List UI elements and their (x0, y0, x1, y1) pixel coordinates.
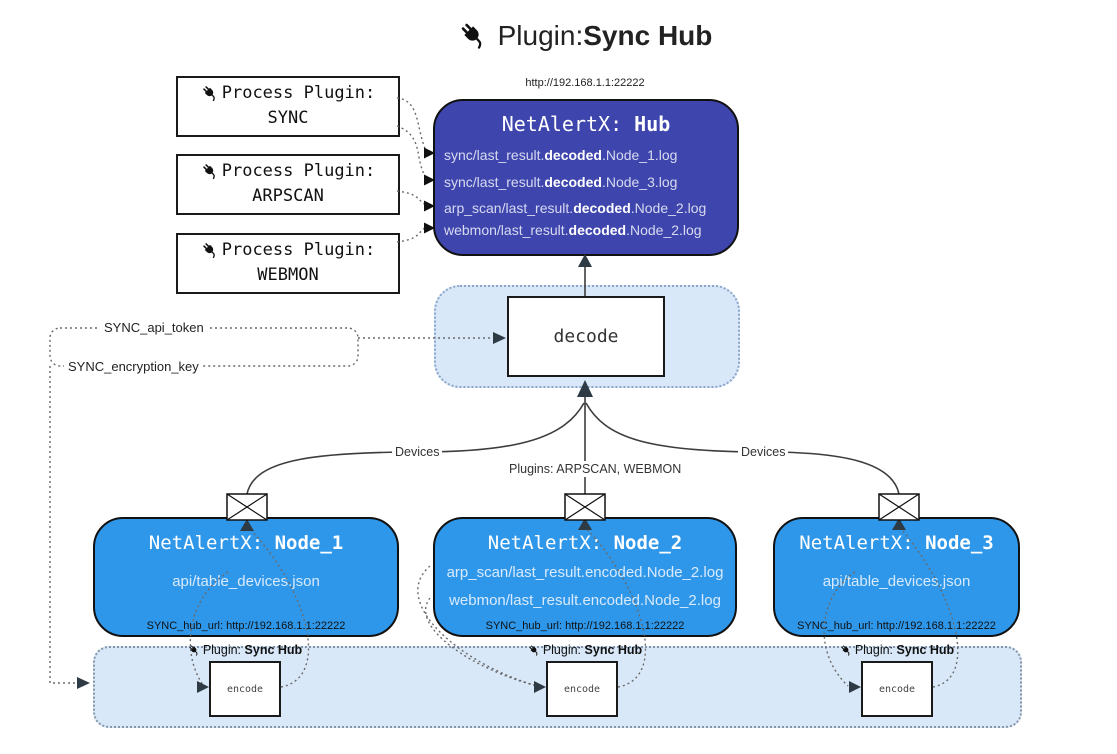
log-pre: webmon/last_result. (444, 222, 569, 238)
node-title-name: Node_3 (925, 532, 994, 554)
node-hub-url: SYNC_hub_url: http://192.168.1.1:22222 (146, 620, 346, 632)
band-label-prefix: Plugin: (542, 643, 582, 657)
plug-icon (528, 644, 541, 657)
hub-url-label: http://192.168.1.1:22222 (525, 77, 645, 89)
page-title: Plugin: Sync Hub (400, 14, 770, 58)
hub-box: NetAlertX: Hub sync/last_result.decoded.… (433, 99, 739, 256)
band-plugin-label-3: Plugin: Sync Hub (817, 643, 977, 657)
log-post: .Node_3.log (601, 174, 678, 190)
decode-box: decode (507, 296, 665, 377)
band-plugin-label-2: Plugin: Sync Hub (505, 643, 665, 657)
plug-icon (458, 20, 490, 52)
process-plugin-name: ARPSCAN (252, 186, 324, 206)
log-pre: arp_scan/last_result. (444, 200, 574, 216)
node-title-name: Node_2 (613, 532, 683, 554)
log-pre: sync/last_result. (444, 174, 545, 190)
node-title-prefix: NetAlertX: (799, 532, 926, 554)
devices-right-label: Devices (738, 444, 789, 460)
process-plugin-name: WEBMON (257, 265, 319, 285)
log-pre: sync/last_result. (444, 147, 545, 163)
hub-log-line: arp_scan/last_result.decoded.Node_2.log (444, 200, 734, 216)
process-plugin-box-webmon: Process Plugin: WEBMON (176, 233, 400, 294)
hub-log-line: sync/last_result.decoded.Node_1.log (444, 147, 734, 163)
node-hub-url: SYNC_hub_url: http://192.168.1.1:22222 (485, 620, 685, 632)
node-file: webmon/last_result.encoded.Node_2.log (449, 592, 721, 609)
log-bold: decoded (568, 222, 627, 238)
node-box-3: NetAlertX: Node_3 api/table_devices.json… (773, 517, 1020, 637)
node-title-prefix: NetAlertX: (148, 532, 275, 554)
band-label-name: Sync Hub (584, 643, 643, 657)
plug-icon (840, 644, 853, 657)
plug-icon (201, 162, 220, 181)
node-hub-url: SYNC_hub_url: http://192.168.1.1:22222 (797, 620, 996, 632)
plugins-edge-label: Plugins: ARPSCAN, WEBMON (506, 461, 685, 477)
log-bold: decoded (544, 174, 602, 190)
plug-icon (188, 644, 201, 657)
arrow-key-to-band (77, 677, 90, 689)
hub-log-line: sync/last_result.decoded.Node_3.log (444, 174, 734, 190)
hub-log-line: webmon/last_result.decoded.Node_2.log (444, 222, 734, 238)
sync-encryption-key-label: SYNC_encryption_key (64, 359, 203, 375)
page-title-name: Sync Hub (583, 20, 713, 51)
band-label-name: Sync Hub (244, 643, 303, 657)
node-file: arp_scan/last_result.encoded.Node_2.log (446, 564, 724, 581)
band-label-prefix: Plugin: (202, 643, 242, 657)
log-post: .Node_2.log (626, 222, 702, 238)
log-bold: decoded (544, 147, 602, 163)
log-post: .Node_2.log (630, 200, 707, 216)
process-plugin-label: Process Plugin: (221, 240, 376, 260)
node-file: api/table_devices.json (822, 573, 971, 590)
hub-title: NetAlertX: Hub (435, 112, 737, 136)
devices-left-label: Devices (392, 444, 443, 460)
process-plugin-box-sync: Process Plugin: SYNC (176, 76, 400, 137)
log-post: .Node_1.log (601, 147, 678, 163)
encode-box-2: encode (546, 661, 618, 717)
node-file: api/table_devices.json (172, 573, 320, 590)
process-plugin-name: SYNC (267, 108, 309, 128)
hub-title-prefix: NetAlertX: (501, 112, 635, 136)
node-title-name: Node_1 (274, 532, 344, 554)
band-label-prefix: Plugin: (854, 643, 894, 657)
process-plugin-label: Process Plugin: (221, 83, 376, 103)
node-box-1: NetAlertX: Node_1 api/table_devices.json… (93, 517, 399, 637)
sync-api-token-label: SYNC_api_token (100, 320, 208, 336)
plug-icon (201, 84, 220, 103)
node-box-2: NetAlertX: Node_2 arp_scan/last_result.e… (433, 517, 737, 637)
encode-box-1: encode (209, 661, 281, 717)
band-plugin-label-1: Plugin: Sync Hub (165, 643, 325, 657)
node-title-prefix: NetAlertX: (487, 532, 614, 554)
log-bold: decoded (573, 200, 631, 216)
hub-title-name: Hub (634, 112, 671, 136)
process-plugin-box-arpscan: Process Plugin: ARPSCAN (176, 154, 400, 215)
process-plugin-label: Process Plugin: (221, 161, 376, 181)
encode-box-3: encode (861, 661, 933, 717)
band-label-name: Sync Hub (896, 643, 955, 657)
page-title-prefix: Plugin: (497, 20, 584, 51)
plug-icon (201, 241, 220, 260)
